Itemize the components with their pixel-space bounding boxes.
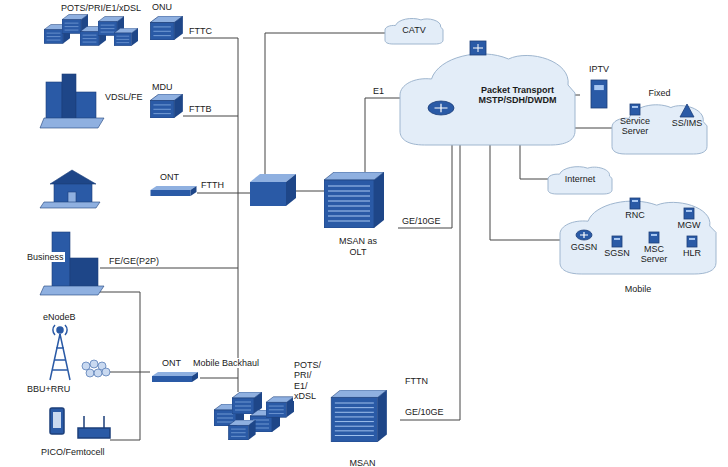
equipment-icon xyxy=(680,104,694,117)
wire-label: BBU+RRU xyxy=(26,384,71,394)
radio-site xyxy=(50,325,110,438)
equipment-icon xyxy=(591,80,607,108)
device-label: ONT xyxy=(160,172,179,182)
link-label: GE/10GE xyxy=(404,407,445,417)
msan-node: MSAN as OLT xyxy=(318,165,398,257)
device-label: ONU xyxy=(152,2,172,12)
wire-label: eNodeB xyxy=(42,312,77,322)
wire-label: PICO/Femtocell xyxy=(40,447,106,457)
wire-label: E1 xyxy=(372,86,385,96)
node-text: ONT xyxy=(160,172,179,182)
server-node: MGW xyxy=(674,208,704,234)
node-text: ONU xyxy=(152,2,172,12)
network-cloud: CATV xyxy=(385,16,443,44)
equipment-icon xyxy=(612,236,622,247)
node-text: Fixed xyxy=(648,88,670,98)
node-text: ONT xyxy=(162,358,181,368)
link-line xyxy=(398,145,452,228)
node-text: SGSN xyxy=(604,248,630,258)
wires xyxy=(86,33,402,440)
link-line xyxy=(400,145,460,420)
wire-label: Business xyxy=(26,252,65,262)
node-text: MSAN as OLT xyxy=(338,236,378,257)
server-node: SS/IMS xyxy=(668,104,706,134)
wire-label: FTTB xyxy=(188,104,213,114)
node-text: GGSN xyxy=(571,242,598,252)
link-line xyxy=(520,145,548,179)
network-cloud: Internet xyxy=(548,164,612,194)
link-label: GE/10GE xyxy=(401,216,442,226)
wire-label: POTS/PRI/E1/xDSL xyxy=(60,3,142,13)
link-line xyxy=(575,95,580,96)
link-line xyxy=(575,128,612,129)
wire-label: FTTC xyxy=(188,26,213,36)
network-cloud: Mobile RNC MGW GGSN SGSN MSC Server HLR xyxy=(560,194,716,294)
equipment-icon xyxy=(576,230,592,240)
node-text: MSC Server xyxy=(637,244,671,265)
server-node: MSC Server xyxy=(636,232,672,270)
node-text: Internet xyxy=(565,174,596,184)
optical-splitter xyxy=(250,174,296,206)
equipment-icon xyxy=(687,236,697,247)
node-text: SS/IMS xyxy=(672,118,703,128)
wire-label: FTTN xyxy=(404,376,429,386)
node-text: MGW xyxy=(678,220,701,230)
server-node: RNC xyxy=(620,198,650,224)
msan-node: MSAN xyxy=(325,382,400,467)
wire-label: FE/GE(P2P) xyxy=(108,256,160,266)
equipment-icon xyxy=(630,198,640,209)
wire-label: VDSL/FE xyxy=(104,92,144,102)
node-text: RNC xyxy=(625,210,645,220)
server-node: IPTV xyxy=(580,64,618,116)
network-cloud: FixedService Server SS/IMS xyxy=(612,88,707,154)
wire-label: POTS/ PRI/ E1/ xDSL xyxy=(293,360,325,401)
server-node: Service Server xyxy=(614,104,656,140)
equipment-icon xyxy=(649,232,659,243)
wire-label: FTTH xyxy=(200,180,225,190)
node-text: Mobile xyxy=(625,284,652,294)
node-text: CATV xyxy=(402,25,425,35)
device-label: ONT xyxy=(162,358,181,368)
node-text: HLR xyxy=(683,248,701,258)
server-node: GGSN xyxy=(568,230,600,256)
equipment-icon xyxy=(684,208,694,219)
msan-chassis xyxy=(214,172,387,442)
node-text: Packet Transport MSTP/SDH/DWDM xyxy=(463,85,573,106)
node-text: MDU xyxy=(152,82,173,92)
wire-label: Mobile Backhaul xyxy=(192,358,260,368)
equipment-icon xyxy=(470,41,486,55)
equipment-icon xyxy=(630,104,640,115)
server-node: HLR xyxy=(678,236,706,262)
device-label: MDU xyxy=(152,82,173,92)
subscriber-equipment xyxy=(44,14,198,382)
server-node: SGSN xyxy=(602,236,632,262)
node-text: Service Server xyxy=(615,116,655,137)
equipment-icon xyxy=(428,101,454,115)
node-text: IPTV xyxy=(589,64,609,74)
network-cloud: Packet Transport MSTP/SDH/DWDM xyxy=(400,45,575,145)
node-text: MSAN xyxy=(349,458,375,467)
